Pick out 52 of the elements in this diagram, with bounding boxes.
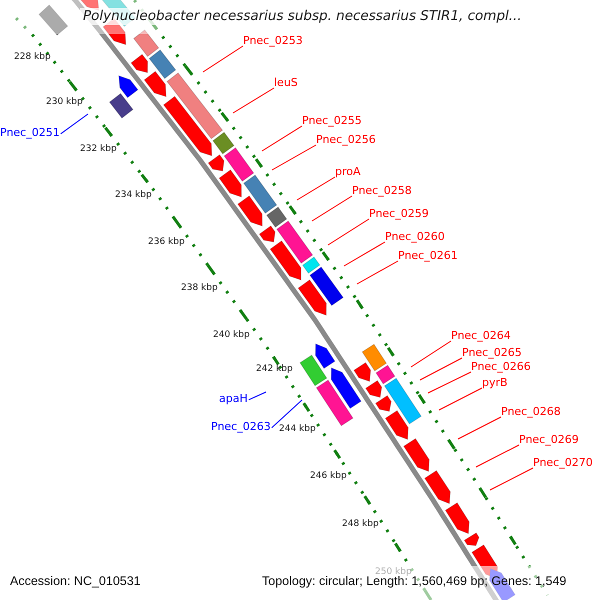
tick-label: 242 kbp <box>256 364 293 375</box>
gene-label: leuS <box>274 76 298 89</box>
leader-line <box>296 176 336 200</box>
gene-label: Pnec_0264 <box>451 329 511 342</box>
leader-line <box>476 444 520 468</box>
leader-line <box>262 126 302 152</box>
tick-label: 234 kbp <box>115 190 152 201</box>
gene-label: Pnec_0268 <box>501 405 561 418</box>
tick-label: 240 kbp <box>213 330 250 341</box>
tick-label: 248 kbp <box>342 519 379 530</box>
tick-label: 230 kbp <box>46 97 83 108</box>
gene-label: Pnec_0253 <box>243 34 303 47</box>
tick-label: 236 kbp <box>148 237 185 248</box>
footer-text: Topology: circular; Length: 1,560,469 bp; Genes: 1,549 <box>262 574 566 589</box>
leader-line <box>428 372 472 394</box>
tick-label: 232 kbp <box>80 144 117 155</box>
footer-text: Accession: NC_010531 <box>10 574 141 589</box>
leader-line <box>271 400 302 428</box>
gene-label: Pnec_0258 <box>352 184 412 197</box>
leader-line <box>344 242 386 266</box>
gene-label: apaH <box>219 392 248 405</box>
gene-label: Pnec_0260 <box>385 230 445 243</box>
gene-label: Pnec_0255 <box>302 114 362 127</box>
leader-line <box>60 114 88 134</box>
leader-line <box>438 388 482 410</box>
tick-label: 238 kbp <box>181 283 218 294</box>
gene-label: Pnec_0269 <box>519 433 579 446</box>
gene-label: Pnec_0251 <box>0 126 60 139</box>
leader-line <box>490 468 534 490</box>
leader-line <box>328 218 370 246</box>
gene-label: Pnec_0270 <box>533 456 593 469</box>
gene-label: Pnec_0261 <box>398 249 458 262</box>
leader-line <box>356 260 398 284</box>
leader-line <box>272 144 316 170</box>
leader-line <box>312 196 352 222</box>
gene-label: Pnec_0259 <box>369 207 429 220</box>
gene-label: pyrB <box>482 376 508 389</box>
leader-line <box>420 358 462 380</box>
leader-line <box>232 88 274 114</box>
tick-label: 244 kbp <box>279 424 316 435</box>
gene-label: proA <box>335 165 361 178</box>
leader-line <box>458 416 502 440</box>
tick-label: 228 kbp <box>14 52 51 63</box>
gene-label: Pnec_0263 <box>211 420 271 433</box>
gene-label: Pnec_0266 <box>471 360 531 373</box>
tick-label: 250 kbp <box>375 567 412 577</box>
leader-line <box>248 392 266 400</box>
gene-label: Pnec_0256 <box>316 133 376 146</box>
tick-label: 246 kbp <box>310 471 347 482</box>
leader-line <box>202 46 244 72</box>
gene-label: Pnec_0265 <box>462 346 522 359</box>
leader-line <box>410 340 452 368</box>
